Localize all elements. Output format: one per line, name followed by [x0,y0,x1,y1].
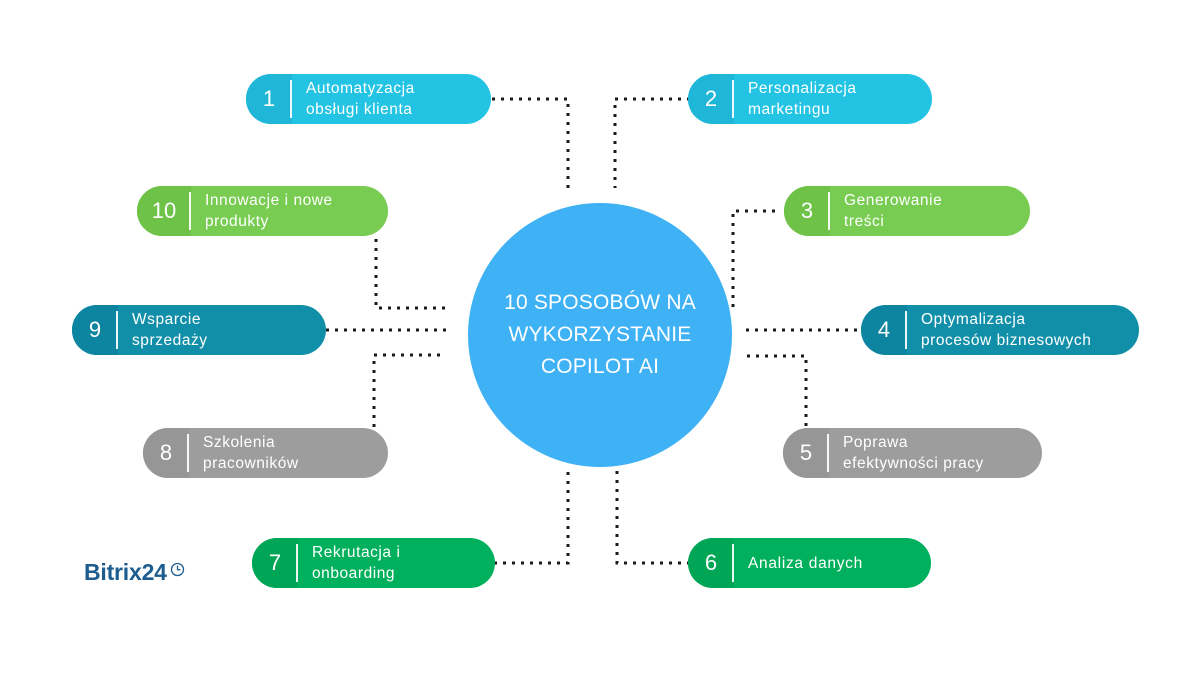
node-9[interactable]: 9 Wsparcie sprzedaży [72,305,326,355]
node-3-label: Generowanie treści [844,192,943,230]
node-5-number: 5 [783,428,829,478]
node-6[interactable]: 6 Analiza danych [688,538,931,588]
center-hub-title: 10 SPOSOBÓW NA WYKORZYSTANIE COPILOT AI [504,291,696,378]
node-1[interactable]: 1 Automatyzacja obsługi klienta [246,74,491,124]
node-2[interactable]: 2 Personalizacja marketingu [688,74,932,124]
node-8[interactable]: 8 Szkolenia pracowników [143,428,388,478]
connector-7 [494,466,570,565]
node-4[interactable]: 4 Optymalizacja procesów biznesowych [861,305,1139,355]
node-4-label: Optymalizacja procesów biznesowych [921,311,1092,349]
node-10-number: 10 [137,186,191,236]
clock-icon [170,562,184,576]
node-7-number: 7 [252,538,298,588]
brand-logo[interactable]: Bitrix24 [84,559,185,586]
connector-10 [374,239,448,310]
node-5-label: Poprawa efektywności pracy [843,434,984,472]
node-1-number: 1 [246,74,292,124]
node-1-label: Automatyzacja obsługi klienta [306,80,415,118]
center-hub: 10 SPOSOBÓW NA WYKORZYSTANIE COPILOT AI [468,203,732,467]
node-2-number: 2 [688,74,734,124]
node-4-number: 4 [861,305,907,355]
connector-2 [613,97,690,188]
connector-1 [492,97,570,188]
connector-8 [372,353,444,427]
node-9-number: 9 [72,305,118,355]
node-6-number: 6 [688,538,734,588]
connector-6 [615,466,690,565]
node-7[interactable]: 7 Rekrutacja i onboarding [252,538,495,588]
node-3[interactable]: 3 Generowanie treści [784,186,1030,236]
node-8-number: 8 [143,428,189,478]
node-6-label: Analiza danych [748,554,863,572]
node-5[interactable]: 5 Poprawa efektywności pracy [783,428,1042,478]
node-3-number: 3 [784,186,830,236]
brand-logo-text: Bitrix24 [84,559,167,585]
connector-3 [731,209,775,308]
node-10[interactable]: 10 Innowacje i nowe produkty [137,186,388,236]
node-9-label: Wsparcie sprzedaży [132,311,208,349]
node-2-label: Personalizacja marketingu [748,80,857,118]
node-10-label: Innowacje i nowe produkty [205,192,333,230]
node-7-label: Rekrutacja i onboarding [312,544,401,582]
node-8-label: Szkolenia pracowników [203,434,299,472]
